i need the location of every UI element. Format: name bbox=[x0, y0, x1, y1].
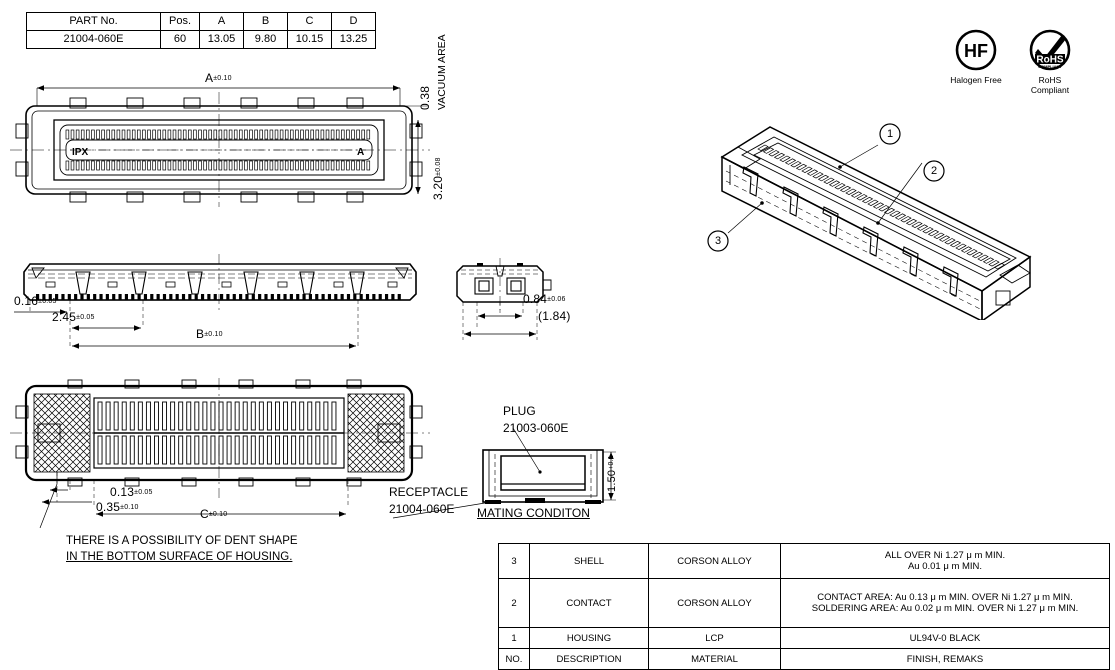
dim-a-label: A±0.10 bbox=[205, 71, 232, 85]
spec-finish-3-line2: Au 0.01 μ m MIN. bbox=[907, 561, 983, 572]
header-part-no: PART No. bbox=[26, 12, 161, 31]
ipx-marking: IPX bbox=[72, 147, 89, 158]
balloon-3-label: 3 bbox=[714, 235, 722, 247]
side-view-drawing bbox=[14, 254, 417, 349]
cell-d: 13.25 bbox=[331, 30, 376, 49]
halogen-free-caption: Halogen Free bbox=[950, 75, 1002, 85]
spec-finish-3: ALL OVER Ni 1.27 μ m MIN. Au 0.01 μ m MI… bbox=[780, 543, 1110, 579]
spec-no-3: 3 bbox=[498, 543, 530, 579]
spec-header-desc: DESCRIPTION bbox=[529, 648, 649, 670]
part-number-table: PART No. Pos. A B C D 21004-060E 60 13.0… bbox=[26, 12, 376, 49]
dim-084-label: 0.84±0.06 bbox=[523, 292, 566, 306]
dim-150-label: 1.50+0.1 bbox=[606, 455, 618, 492]
plug-part-number: 21003-060E bbox=[503, 421, 569, 435]
spec-material-3: CORSON ALLOY bbox=[648, 543, 781, 579]
mating-condition-title: MATING CONDITON bbox=[477, 506, 590, 520]
spec-header-no: NO. bbox=[498, 648, 530, 670]
header-b: B bbox=[243, 12, 288, 31]
balloon-1: 1 bbox=[878, 122, 902, 146]
svg-text:HF: HF bbox=[964, 41, 988, 61]
dim-b-label: B±0.10 bbox=[196, 327, 223, 341]
dim-184-label: (1.84) bbox=[538, 309, 571, 323]
isometric-view-drawing bbox=[720, 126, 1032, 320]
balloon-2: 2 bbox=[922, 159, 946, 183]
plug-label: PLUG bbox=[503, 404, 536, 418]
cell-pos: 60 bbox=[160, 30, 200, 49]
top-view-drawing bbox=[10, 85, 430, 207]
spec-desc-1: HOUSING bbox=[529, 627, 649, 649]
spec-desc-3: SHELL bbox=[529, 543, 649, 579]
table-row: 3 SHELL CORSON ALLOY ALL OVER Ni 1.27 μ … bbox=[498, 543, 1110, 579]
header-pos: Pos. bbox=[160, 12, 200, 31]
mating-condition-drawing bbox=[392, 427, 616, 519]
cell-c: 10.15 bbox=[287, 30, 332, 49]
dent-note-line1: THERE IS A POSSIBILITY OF DENT SHAPE bbox=[66, 535, 298, 547]
balloon-2-icon bbox=[923, 160, 945, 182]
spec-header-finish: FINISH, REMAKS bbox=[780, 648, 1110, 670]
rohs-compliant-icon: RoHS COMPLIANT bbox=[1029, 29, 1071, 71]
balloon-3: 3 bbox=[706, 229, 730, 253]
dent-note-line2: IN THE BOTTOM SURFACE OF HOUSING. bbox=[66, 551, 293, 563]
a-marking: A bbox=[357, 147, 365, 158]
balloon-3-icon bbox=[707, 230, 729, 252]
dim-016-label: 0.16±0.05 bbox=[14, 294, 57, 308]
balloon-1-icon bbox=[879, 123, 901, 145]
header-c: C bbox=[287, 12, 332, 31]
receptacle-label: RECEPTACLE bbox=[389, 485, 469, 499]
table-header-row: NO. DESCRIPTION MATERIAL FINISH, REMAKS bbox=[498, 648, 1110, 670]
table-row: 2 CONTACT CORSON ALLOY CONTACT AREA: Au … bbox=[498, 578, 1110, 628]
spec-material-1: LCP bbox=[648, 627, 781, 649]
spec-no-2: 2 bbox=[498, 578, 530, 628]
dim-c-label: C±0.10 bbox=[200, 507, 228, 521]
spec-desc-2: CONTACT bbox=[529, 578, 649, 628]
spec-finish-2-line2: SOLDERING AREA: Au 0.02 μ m MIN. OVER Ni… bbox=[811, 603, 1079, 614]
table-header-row: PART No. Pos. A B C D bbox=[26, 12, 376, 31]
spec-finish-2-line1: CONTACT AREA: Au 0.13 μ m MIN. OVER Ni 1… bbox=[817, 592, 1073, 603]
dim-035-label: 0.35±0.10 bbox=[96, 500, 139, 514]
table-row: 1 HOUSING LCP UL94V-0 BLACK bbox=[498, 627, 1110, 649]
rohs-caption: RoHS Compliant bbox=[1030, 75, 1070, 95]
spec-header-material: MATERIAL bbox=[648, 648, 781, 670]
rohs-badge: RoHS COMPLIANT RoHS Compliant bbox=[1022, 28, 1078, 95]
svg-text:COMPLIANT: COMPLIANT bbox=[1038, 64, 1062, 69]
dim-038-label: 0.38 bbox=[418, 85, 432, 110]
halogen-free-icon: HF bbox=[955, 29, 997, 71]
halogen-free-badge: HF Halogen Free bbox=[948, 28, 1004, 85]
cell-b: 9.80 bbox=[243, 30, 288, 49]
spec-material-2: CORSON ALLOY bbox=[648, 578, 781, 628]
bottom-view-drawing bbox=[10, 378, 430, 528]
cell-a: 13.05 bbox=[199, 30, 244, 49]
table-row: 21004-060E 60 13.05 9.80 10.15 13.25 bbox=[26, 30, 376, 49]
spec-finish-1: UL94V-0 BLACK bbox=[780, 627, 1110, 649]
svg-text:RoHS: RoHS bbox=[1036, 55, 1064, 66]
end-view-drawing bbox=[456, 258, 552, 340]
cell-part-no: 21004-060E bbox=[26, 30, 161, 49]
header-d: D bbox=[331, 12, 376, 31]
dim-245-label: 2.45±0.05 bbox=[52, 310, 95, 324]
dim-013-label: 0.13±0.05 bbox=[110, 485, 153, 499]
header-a: A bbox=[199, 12, 244, 31]
spec-no-1: 1 bbox=[498, 627, 530, 649]
spec-finish-2: CONTACT AREA: Au 0.13 μ m MIN. OVER Ni 1… bbox=[780, 578, 1110, 628]
material-finish-table: 3 SHELL CORSON ALLOY ALL OVER Ni 1.27 μ … bbox=[498, 543, 1110, 670]
balloon-2-label: 2 bbox=[930, 165, 938, 177]
dim-320-label: 3.20±0.08 bbox=[431, 157, 445, 200]
spec-finish-3-line1: ALL OVER Ni 1.27 μ m MIN. bbox=[884, 550, 1006, 561]
receptacle-part-number: 21004-060E bbox=[389, 502, 455, 516]
vacuum-area-label: VACUUM AREA bbox=[436, 34, 448, 110]
balloon-1-label: 1 bbox=[886, 128, 894, 140]
